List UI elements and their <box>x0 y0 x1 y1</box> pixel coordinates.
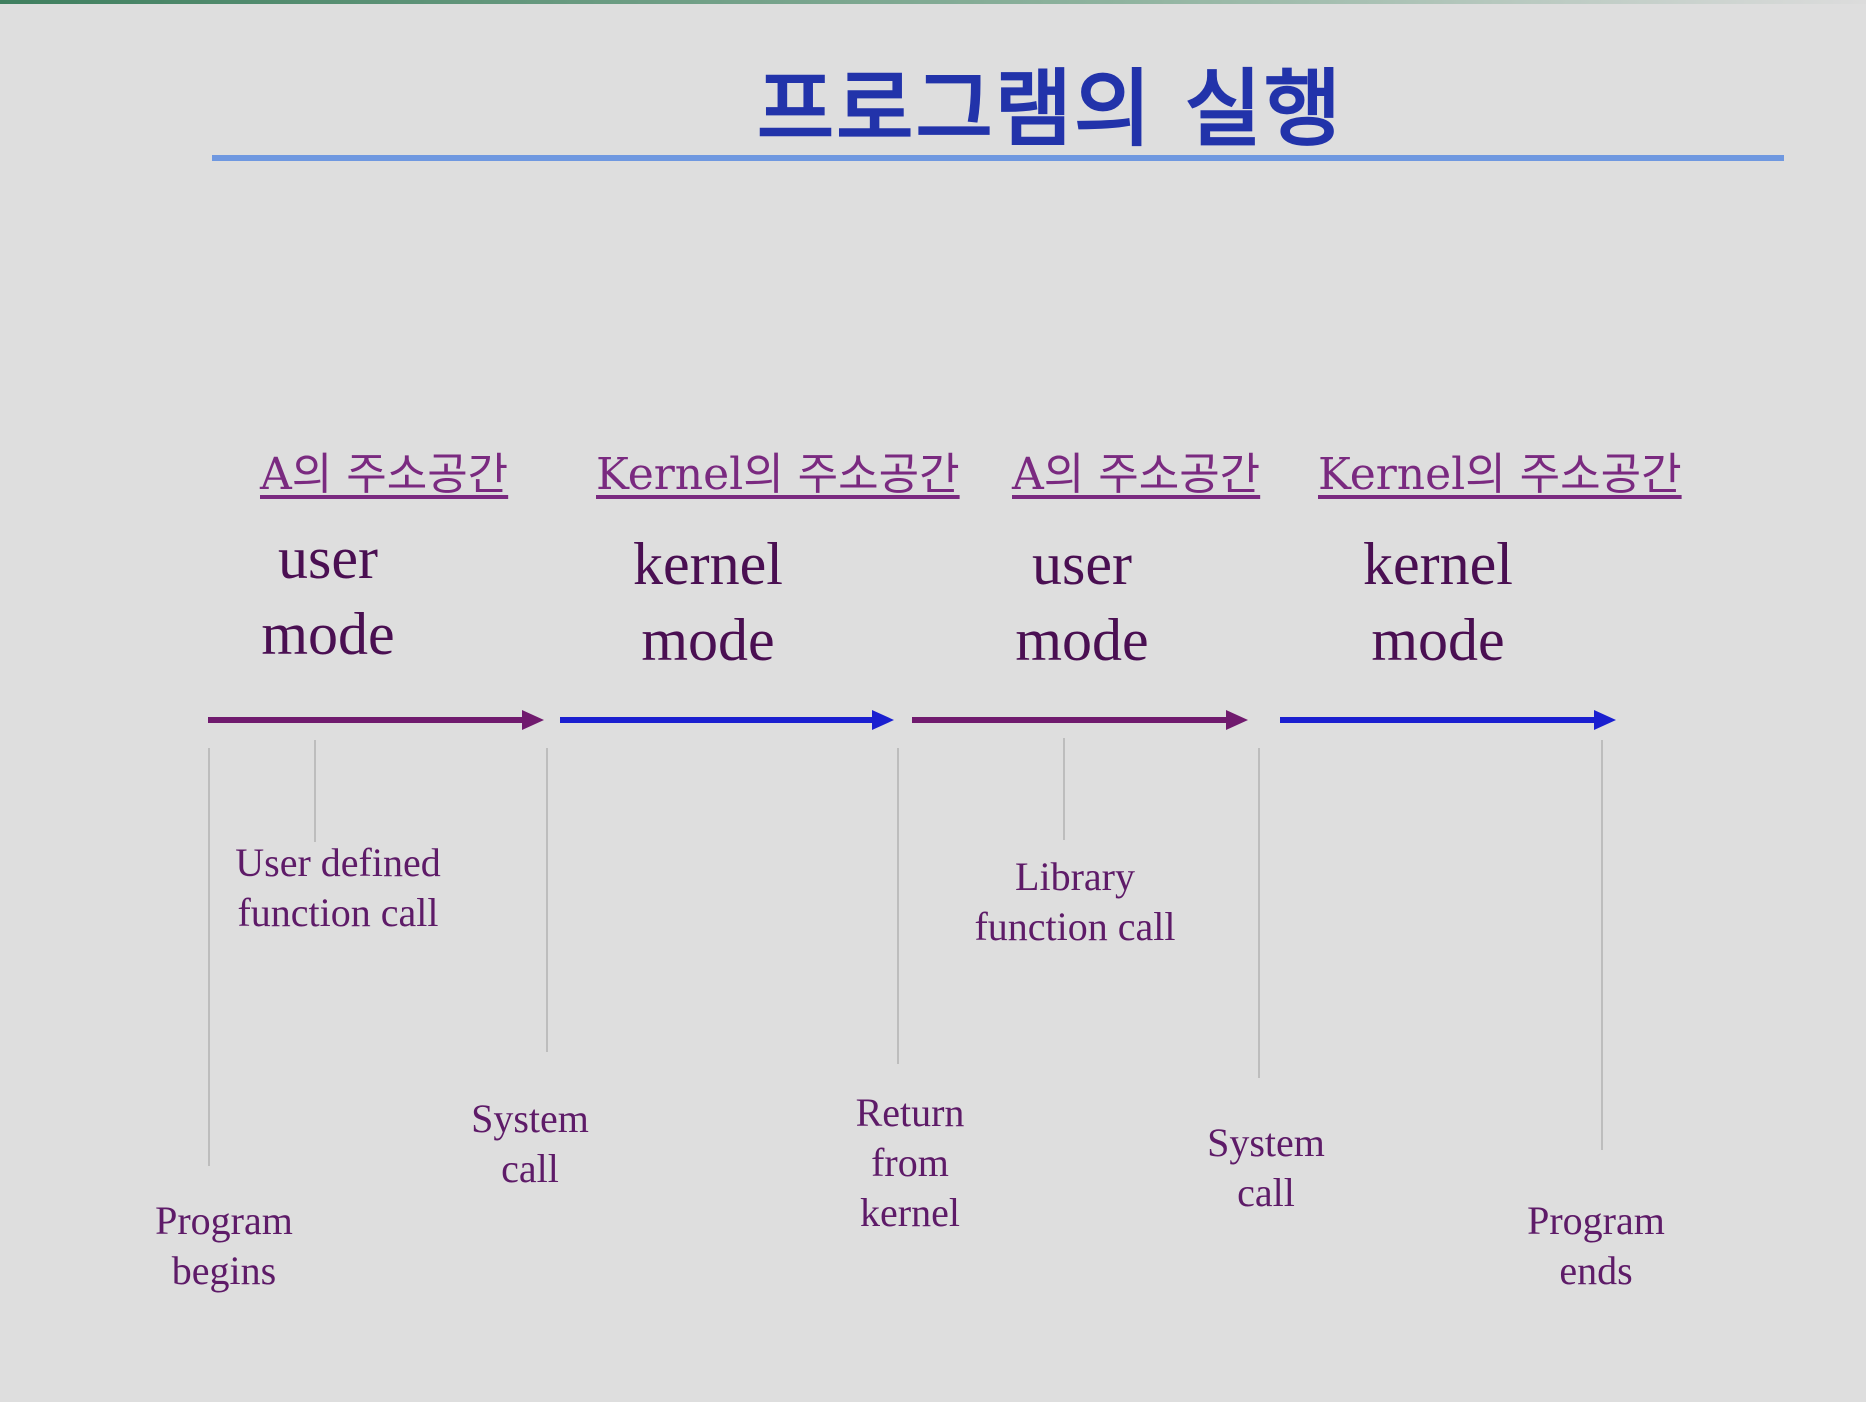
mode-label-1: user mode <box>261 525 395 667</box>
slide-title: 프로그램의 실행 <box>756 60 1344 158</box>
arrowhead-kernel-2 <box>1594 710 1616 730</box>
event-markers <box>208 738 1603 1166</box>
label-library-call: Library function call <box>974 854 1176 949</box>
arrowhead-user-2 <box>1226 710 1248 730</box>
arrowhead-kernel-1 <box>872 710 894 730</box>
label-return-from-kernel: Return from kernel <box>855 1090 965 1235</box>
title-underline <box>212 155 1784 161</box>
arrowhead-user-1 <box>522 710 544 730</box>
mode-label-4: kernel mode <box>1363 531 1513 673</box>
address-space-label-3: A의 주소공간 <box>1012 449 1261 500</box>
label-system-call-1: System call <box>471 1096 589 1191</box>
label-program-ends: Program ends <box>1527 1198 1665 1293</box>
timeline-arrows <box>208 710 1616 730</box>
label-program-begins: Program begins <box>155 1198 293 1293</box>
mode-label-2: kernel mode <box>633 531 783 673</box>
mode-label-3: user mode <box>1015 531 1149 673</box>
address-space-label-2: Kernel의 주소공간 <box>596 449 960 500</box>
label-user-defined-call: User defined function call <box>235 840 441 935</box>
address-space-label-4: Kernel의 주소공간 <box>1318 449 1682 500</box>
top-accent-bar <box>0 0 1866 4</box>
label-system-call-2: System call <box>1207 1120 1325 1215</box>
address-space-label-1: A의 주소공간 <box>260 449 509 500</box>
